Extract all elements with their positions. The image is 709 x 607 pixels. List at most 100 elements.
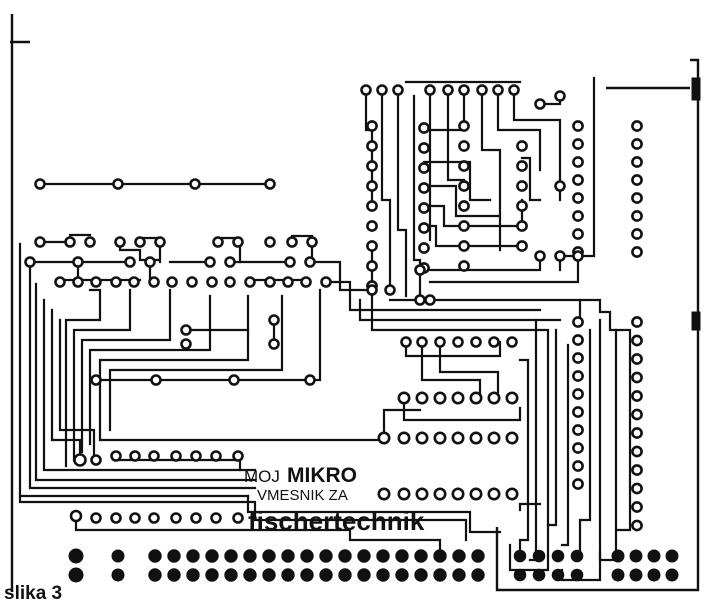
pad xyxy=(189,178,201,190)
pad xyxy=(631,192,643,204)
pad xyxy=(264,276,276,288)
pad xyxy=(418,222,430,234)
solid-pad xyxy=(471,568,485,582)
solid-pad xyxy=(395,549,409,563)
edge-tab xyxy=(691,77,701,101)
pad xyxy=(210,512,222,524)
pad xyxy=(631,390,643,402)
pad xyxy=(418,122,430,134)
pad xyxy=(228,374,240,386)
pad xyxy=(148,512,160,524)
pad xyxy=(264,178,276,190)
pad xyxy=(397,391,411,405)
edge-tab xyxy=(691,311,701,331)
pad xyxy=(572,478,584,490)
solid-pad xyxy=(513,568,527,582)
label-moj: MOJ xyxy=(244,467,280,486)
pad xyxy=(264,236,276,248)
pad xyxy=(400,336,412,348)
solid-pad xyxy=(186,568,200,582)
solid-pad xyxy=(262,549,276,563)
pad xyxy=(476,84,488,96)
pad xyxy=(508,84,520,96)
pad xyxy=(487,431,501,445)
pad xyxy=(110,276,122,288)
solid-pad xyxy=(376,568,390,582)
pad xyxy=(268,314,280,326)
pad xyxy=(631,156,643,168)
pad xyxy=(397,431,411,445)
pad xyxy=(469,391,483,405)
pad xyxy=(415,391,429,405)
board-outline xyxy=(10,14,700,592)
pad xyxy=(366,160,378,172)
solid-pad xyxy=(319,568,333,582)
pad xyxy=(392,84,404,96)
pad xyxy=(572,424,584,436)
pad xyxy=(64,236,76,248)
solid-pad xyxy=(629,568,643,582)
pad xyxy=(572,334,584,346)
solid-pad xyxy=(224,549,238,563)
solid-pad xyxy=(414,549,428,563)
pad xyxy=(129,450,141,462)
solid-pad xyxy=(68,548,84,564)
pad xyxy=(366,284,378,296)
pad xyxy=(458,260,470,272)
pad xyxy=(469,431,483,445)
pad xyxy=(418,162,430,174)
solid-pads xyxy=(68,77,701,583)
pad xyxy=(204,256,216,268)
pad xyxy=(572,174,584,186)
solid-pad xyxy=(111,568,125,582)
pad xyxy=(416,336,428,348)
pad xyxy=(451,431,465,445)
pad xyxy=(366,260,378,272)
pad xyxy=(384,284,396,296)
solid-pad xyxy=(647,568,661,582)
pad xyxy=(434,336,446,348)
solid-pad xyxy=(532,568,546,582)
pad xyxy=(572,210,584,222)
pad xyxy=(190,512,202,524)
pad xyxy=(154,236,166,248)
pad xyxy=(469,487,483,501)
pad xyxy=(631,519,643,532)
pad xyxy=(488,336,500,348)
pad xyxy=(360,84,372,96)
pad xyxy=(572,370,584,382)
pad xyxy=(224,276,236,288)
pad xyxy=(505,431,519,445)
pad xyxy=(554,180,566,192)
solid-pad xyxy=(513,549,527,563)
pad xyxy=(442,84,454,96)
pad xyxy=(631,464,643,476)
pad xyxy=(631,174,643,186)
pad xyxy=(572,156,584,168)
pad xyxy=(418,202,430,214)
pad xyxy=(433,391,447,405)
pad xyxy=(72,276,84,288)
pad xyxy=(128,276,140,288)
pad xyxy=(114,236,126,248)
pad xyxy=(24,256,36,268)
solid-pad xyxy=(167,549,181,563)
label-brand: fischertechnik xyxy=(248,506,425,536)
pad xyxy=(415,487,429,501)
solid-pad xyxy=(319,549,333,563)
pad xyxy=(190,450,202,462)
solid-pad xyxy=(433,549,447,563)
pad xyxy=(180,338,192,350)
pad xyxy=(516,180,528,192)
pad xyxy=(282,276,294,288)
solid-pad xyxy=(611,568,625,582)
pad xyxy=(505,487,519,501)
label-vmesnik: VMESNIK ZA xyxy=(257,487,348,504)
pad xyxy=(572,250,584,262)
pad xyxy=(212,236,224,248)
pad xyxy=(631,501,643,513)
pad xyxy=(73,453,87,467)
solid-pad xyxy=(205,568,219,582)
pad xyxy=(150,374,162,386)
